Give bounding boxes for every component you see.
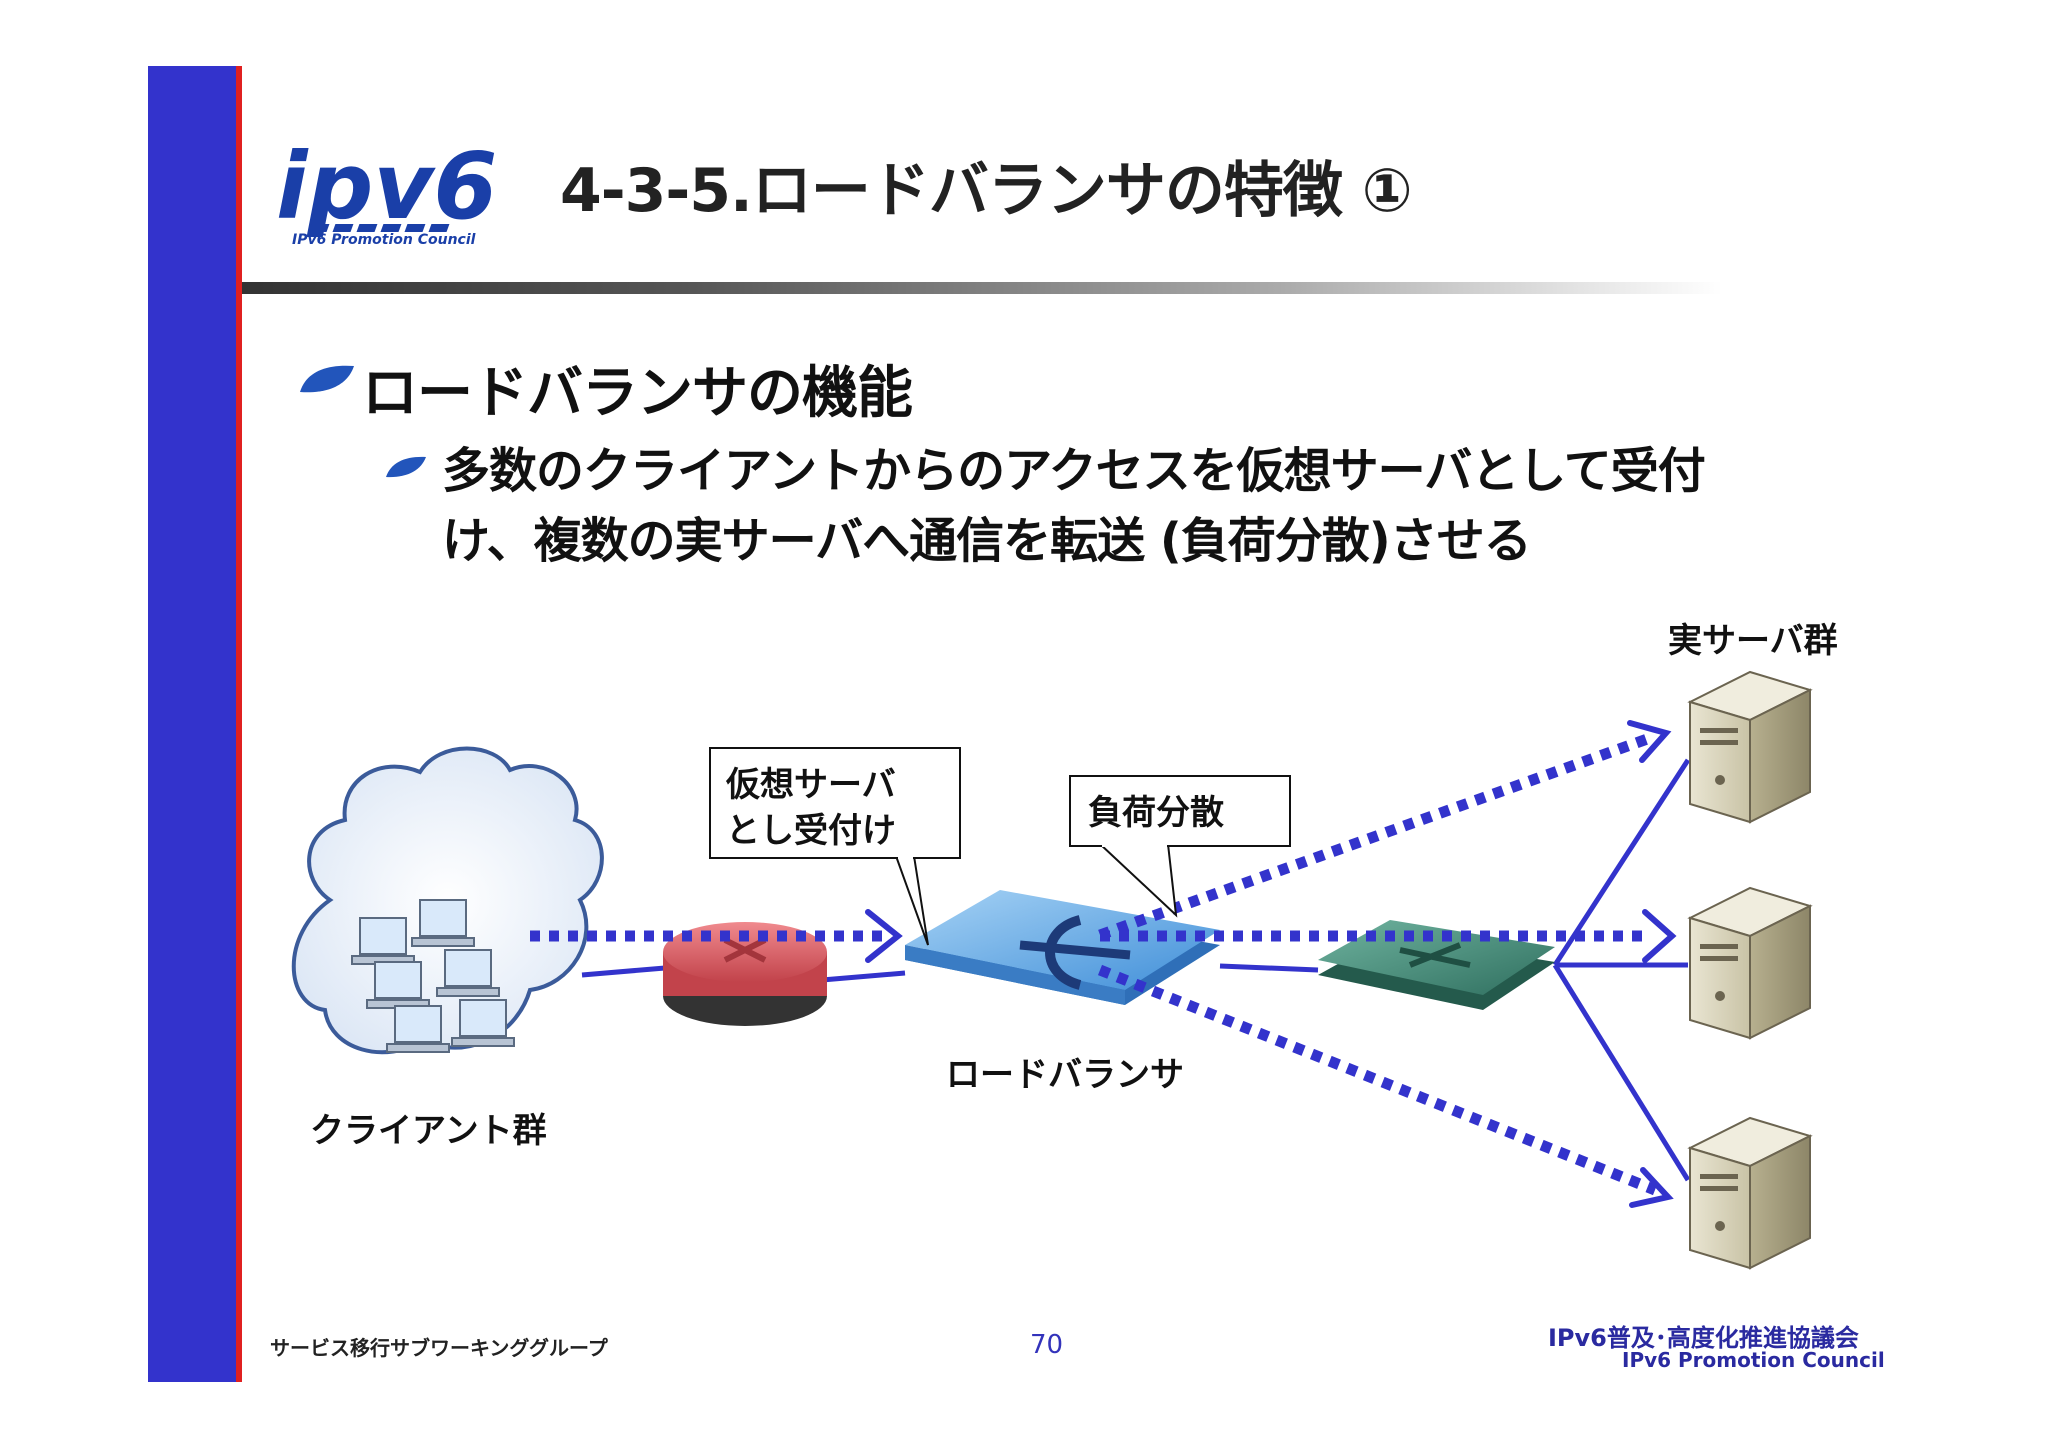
logo-wordmark: ipv6 bbox=[276, 140, 497, 240]
page-title: 4-3-5.ロードバランサの特徴 ① bbox=[560, 156, 1413, 226]
dotted-flows bbox=[530, 732, 1658, 1196]
server-icon-bottom bbox=[1687, 1116, 1813, 1270]
bullet-level2-text: 多数のクライアントからのアクセスを仮想サーバとして受付 け、複数の実サーバへ通信… bbox=[442, 436, 1706, 576]
sidebar-red-line bbox=[236, 66, 242, 1382]
callout-load-balance: 負荷分散 bbox=[1069, 775, 1291, 918]
header-divider bbox=[242, 282, 1722, 294]
load-balancer-label: ロードバランサ bbox=[946, 1055, 1184, 1095]
footer-org-english: IPv6 Promotion Council bbox=[1622, 1348, 1885, 1372]
bullet-level2-line2: け、複数の実サーバへ通信を転送 (負荷分散)させる bbox=[442, 513, 1532, 569]
bullet-level1-icon bbox=[300, 365, 354, 393]
pc-icons bbox=[351, 899, 515, 1053]
logo-subtitle: IPv6 Promotion Council bbox=[292, 232, 476, 248]
client-cloud bbox=[291, 746, 604, 1055]
ipv6-logo: ipv6 bbox=[276, 140, 497, 240]
callout-balance-text: 負荷分散 bbox=[1088, 793, 1224, 833]
bullet-level2-icon bbox=[386, 456, 426, 478]
callout-virtual-server: 仮想サーバ とし受付け bbox=[709, 747, 961, 946]
bullet-level2-line1: 多数のクライアントからのアクセスを仮想サーバとして受付 bbox=[442, 443, 1706, 499]
real-servers-label: 実サーバ群 bbox=[1668, 621, 1838, 661]
load-balancer-icon bbox=[905, 890, 1220, 1005]
server-icon-middle bbox=[1687, 886, 1813, 1040]
footer-org-japanese: IPv6普及･高度化推進協議会 bbox=[1548, 1324, 1859, 1352]
callout-virtual-line1: 仮想サーバ bbox=[725, 765, 896, 805]
bullet-level1-text: ロードバランサの機能 bbox=[362, 361, 913, 426]
switch-icon bbox=[1318, 920, 1555, 1010]
sidebar-bar bbox=[148, 66, 238, 1382]
footer-group-name: サービス移行サブワーキンググループ bbox=[270, 1336, 608, 1360]
server-icon-top bbox=[1687, 670, 1813, 824]
callout-virtual-line2: とし受付け bbox=[726, 811, 896, 851]
page-number: 70 bbox=[1030, 1330, 1064, 1360]
client-group-label: クライアント群 bbox=[310, 1111, 547, 1151]
arrow-heads bbox=[865, 720, 1677, 1208]
